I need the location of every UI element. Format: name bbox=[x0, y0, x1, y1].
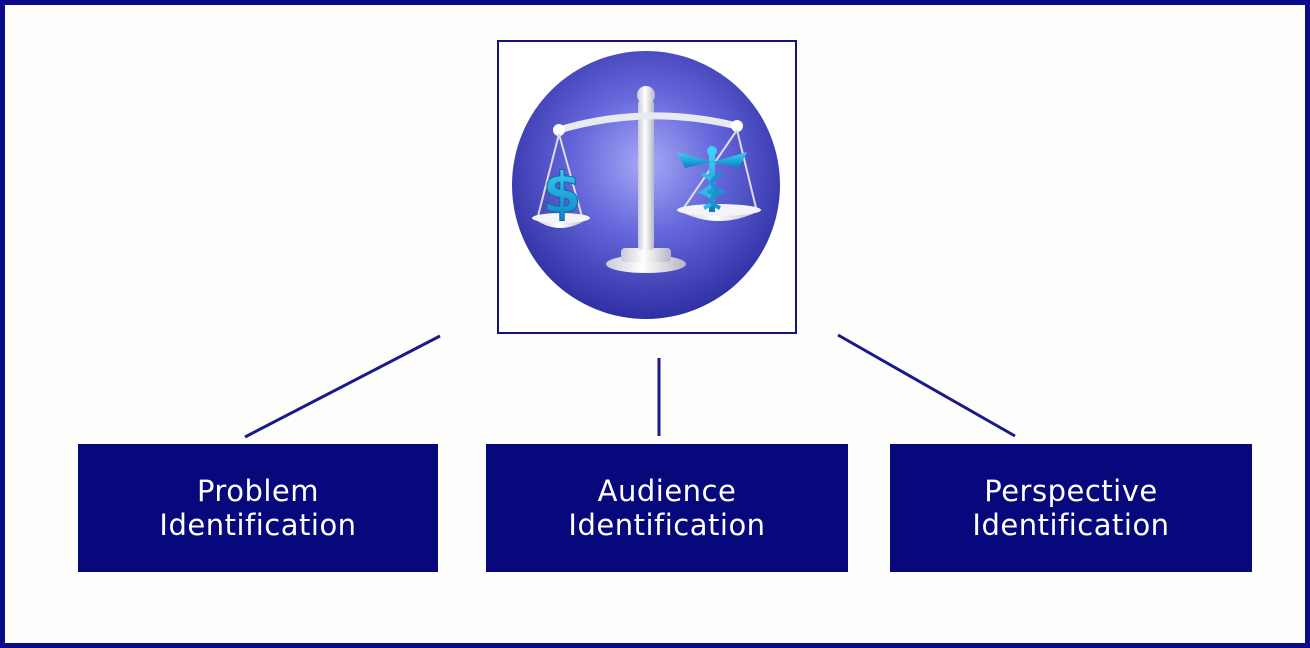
audience-box-line2: Identification bbox=[568, 508, 766, 542]
scale-base-step bbox=[621, 248, 671, 262]
right-pan-rim bbox=[677, 204, 761, 216]
audience-box-line1: Audience bbox=[597, 474, 737, 508]
scale-top-knob bbox=[637, 86, 655, 104]
audience-identification-box: Audience Identification bbox=[486, 444, 848, 572]
beam-right-end bbox=[731, 120, 743, 132]
problem-box-line1: Problem bbox=[196, 474, 320, 508]
scale-column bbox=[638, 100, 654, 250]
left-pan-rim bbox=[532, 213, 590, 223]
left-chain-1 bbox=[536, 133, 560, 221]
connector-right bbox=[837, 333, 1016, 438]
problem-identification-box: Problem Identification bbox=[78, 444, 438, 572]
perspective-box-line2: Identification bbox=[972, 508, 1170, 542]
right-chain-2 bbox=[736, 129, 758, 213]
beam-left-end bbox=[553, 124, 565, 136]
dollar-sign-icon: $ bbox=[543, 161, 582, 226]
left-chain-2 bbox=[558, 133, 584, 221]
problem-box-line2: Identification bbox=[159, 508, 357, 542]
connector-left bbox=[244, 334, 441, 439]
perspective-identification-box: Perspective Identification bbox=[890, 444, 1252, 572]
scales-of-justice-icon: $ bbox=[512, 51, 780, 319]
perspective-box-line1: Perspective bbox=[984, 474, 1158, 508]
scale-beam bbox=[555, 112, 741, 134]
central-icon-box: $ bbox=[497, 40, 797, 334]
caduceus-icon bbox=[677, 146, 747, 212]
